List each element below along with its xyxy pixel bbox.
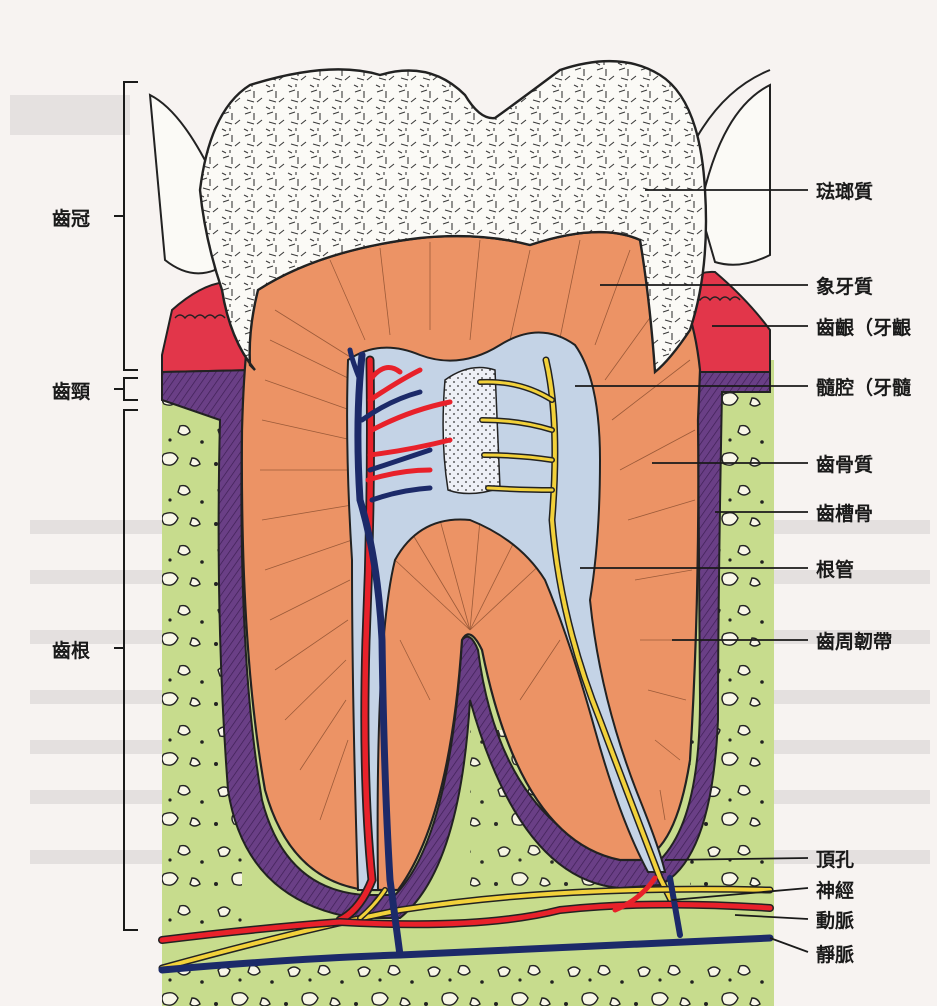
label-artery: 動脈 <box>816 906 854 933</box>
label-dentin: 象牙質 <box>816 272 873 299</box>
label-cementum: 齒骨質 <box>816 450 873 477</box>
label-apical-foramen: 頂孔 <box>816 845 854 872</box>
pulp-dotted-region <box>443 368 500 494</box>
label-root-canal: 根管 <box>816 555 854 582</box>
label-vein: 靜脈 <box>816 940 854 967</box>
label-nerve: 神經 <box>816 876 854 903</box>
label-root: 齒根 <box>52 636 90 663</box>
label-crown: 齒冠 <box>52 204 90 231</box>
alveolar-bone-bottom <box>162 950 774 1006</box>
label-gingiva: 齒齦（牙齦 <box>816 313 911 340</box>
label-alveolar-bone: 齒槽骨 <box>816 499 873 526</box>
label-periodontal-ligament: 齒周韌帶 <box>816 627 892 654</box>
label-enamel: 琺瑯質 <box>816 177 873 204</box>
label-neck: 齒頸 <box>52 377 90 404</box>
label-pulp-cavity: 髓腔（牙髓 <box>816 373 911 400</box>
